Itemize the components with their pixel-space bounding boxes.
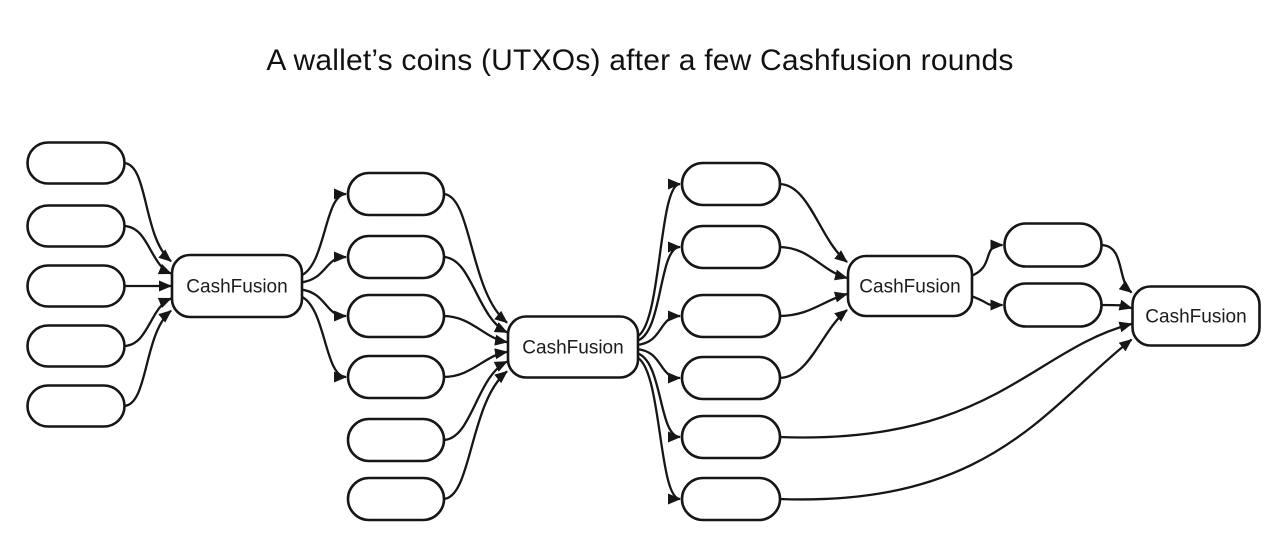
- flow-arrow-cf2-c3p4: [635, 347, 681, 384]
- cashfusion-label: CashFusion: [522, 338, 623, 359]
- coin-node-shape: [346, 476, 446, 522]
- fusion-node-shape: [846, 254, 974, 318]
- flow-arrow-c2p3-cf2: [442, 314, 508, 346]
- utxo-coin-c2p3: [346, 293, 446, 339]
- utxo-coin-c4p1: [1003, 222, 1103, 268]
- utxo-coin-c3p4: [680, 355, 782, 401]
- utxo-coin-c2p4: [346, 354, 446, 400]
- coin-node-shape: [680, 161, 782, 207]
- coin-node-shape: [346, 417, 446, 463]
- coin-node-shape: [680, 476, 782, 522]
- flow-arrow-cf1-c2p4: [299, 294, 347, 383]
- coin-node-shape: [346, 171, 446, 217]
- coin-node-shape: [680, 355, 782, 401]
- cashfusion-label: CashFusion: [859, 277, 960, 298]
- utxo-coin-c1p2: [26, 204, 126, 248]
- flow-arrow-c1p5-cf1: [123, 309, 172, 408]
- coin-node-shape: [680, 414, 782, 460]
- coin-node-shape: [346, 234, 446, 280]
- utxo-coin-c1p1: [26, 141, 126, 185]
- flow-arrow-c3p5-cf4: [778, 321, 1133, 439]
- flow-arrow-cf3-c4p2: [969, 294, 1004, 311]
- coin-node-shape: [26, 324, 126, 368]
- coin-node-shape: [26, 384, 126, 428]
- coin-node-shape: [1003, 282, 1103, 328]
- coin-node-shape: [26, 204, 126, 248]
- flow-arrow-c1p1-cf1: [123, 161, 172, 263]
- flow-arrow-c1p2-cf1: [123, 224, 172, 275]
- flow-arrow-c3p2-cf3: [778, 245, 848, 281]
- flow-arrow-c2p1-cf2: [442, 192, 508, 324]
- flow-arrow-c1p4-cf1: [123, 297, 172, 348]
- cashfusion-label: CashFusion: [1145, 307, 1246, 328]
- flow-arrow-c4p2-cf4: [1100, 299, 1133, 311]
- utxo-coin-c2p5: [346, 417, 446, 463]
- flow-arrow-c3p6-cf4: [778, 338, 1133, 501]
- utxo-coin-c3p1: [680, 161, 782, 207]
- coin-node-shape: [346, 293, 446, 339]
- flow-arrow-cf2-c3p6: [635, 355, 681, 505]
- utxo-coin-c3p5: [680, 414, 782, 460]
- flow-arrow-cf3-c4p1: [969, 239, 1004, 278]
- flow-arrow-cf2-c3p1: [635, 178, 681, 339]
- flow-arrow-c3p4-cf3: [778, 309, 848, 380]
- utxo-coin-c1p5: [26, 384, 126, 428]
- flow-arrow-c3p3-cf3: [778, 291, 848, 318]
- utxo-coin-c4p2: [1003, 282, 1103, 328]
- flow-arrow-c4p1-cf4: [1100, 243, 1133, 294]
- flow-arrow-c2p2-cf2: [442, 255, 508, 334]
- flow-arrow-cf2-c3p5: [635, 351, 681, 443]
- flow-arrow-cf2-c3p2: [635, 241, 681, 343]
- flow-arrow-cf1-c2p3: [299, 288, 347, 322]
- cashfusion-box-cf2: CashFusion: [506, 315, 640, 379]
- flow-arrow-cf2-c3p3: [635, 310, 681, 347]
- coin-node-shape: [26, 141, 126, 185]
- cashfusion-box-cf4: CashFusion: [1131, 285, 1261, 347]
- utxo-coin-c3p2: [680, 224, 782, 270]
- cashfusion-box-cf3: CashFusion: [846, 254, 974, 318]
- coin-node-shape: [1003, 222, 1103, 268]
- diagram-title: A wallet’s coins (UTXOs) after a few Cas…: [266, 44, 1014, 77]
- cashfusion-label: CashFusion: [186, 277, 287, 298]
- utxo-coin-c2p1: [346, 171, 446, 217]
- coin-node-shape: [346, 354, 446, 400]
- fusion-node-shape: [1131, 285, 1261, 347]
- utxo-coin-c3p3: [680, 293, 782, 339]
- flow-arrow-c2p5-cf2: [442, 360, 508, 442]
- flow-arrow-c2p4-cf2: [442, 348, 508, 379]
- flow-arrow-cf1-c2p1: [299, 188, 347, 278]
- utxo-coin-c1p3: [26, 264, 126, 308]
- edges-layer: [123, 161, 1133, 505]
- flow-arrow-c2p6-cf2: [442, 370, 508, 501]
- fusion-node-shape: [506, 315, 640, 379]
- utxo-coin-c2p2: [346, 234, 446, 280]
- utxo-coin-c1p4: [26, 324, 126, 368]
- utxo-coin-c3p6: [680, 476, 782, 522]
- coin-node-shape: [680, 224, 782, 270]
- coin-node-shape: [680, 293, 782, 339]
- flow-arrow-cf1-c2p2: [299, 251, 347, 284]
- flow-arrow-c3p1-cf3: [778, 182, 848, 263]
- coin-node-shape: [26, 264, 126, 308]
- fusion-node-shape: [170, 253, 304, 319]
- cashfusion-box-cf1: CashFusion: [170, 253, 304, 319]
- utxo-coin-c2p6: [346, 476, 446, 522]
